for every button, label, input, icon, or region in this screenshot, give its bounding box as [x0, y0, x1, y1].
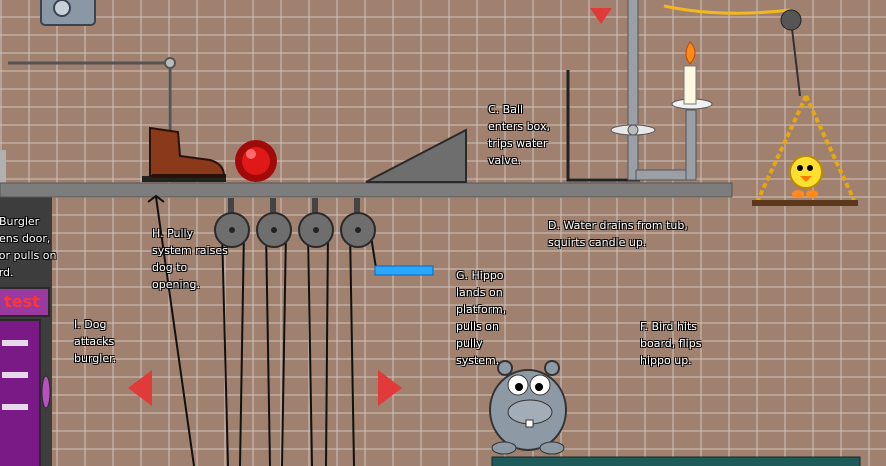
- arrow-down-icon: [590, 8, 612, 24]
- pulley-system: [147, 194, 377, 466]
- caption-step-h: H. Pully system raises dog to opening.: [152, 227, 228, 291]
- ramp: [365, 128, 467, 183]
- water-valve-pipes: [566, 0, 697, 182]
- arrow-right-icon: [378, 370, 402, 406]
- bird-swing: [663, 4, 858, 206]
- candle-icon: [671, 41, 713, 110]
- caption-step-g: G. Hippo lands on platform, pulls on pul…: [456, 269, 507, 367]
- boot-icon: [149, 126, 226, 178]
- caption-step-c: C. Ball enters box, trips water valve.: [488, 103, 550, 167]
- caption-step-d: D. Water drains from tub, squirts candle…: [548, 219, 688, 249]
- water-platform: [374, 265, 434, 276]
- door-frame: [0, 150, 52, 466]
- arrow-left-icon: [128, 370, 152, 406]
- main-shelf: [0, 182, 733, 198]
- caption-step-e: . Burgler pens door, oor pulls on ord.: [0, 215, 57, 279]
- bird-icon: [789, 155, 823, 198]
- test-button[interactable]: test: [0, 287, 50, 317]
- hippo-platform: [491, 456, 861, 466]
- caption-step-f: F. Bird hits board, flips hippo up.: [640, 320, 702, 367]
- red-ball: [235, 140, 277, 182]
- hippo-icon: [489, 360, 567, 455]
- caption-step-i: I. Dog attacks burgler.: [74, 318, 117, 365]
- safe-icon: [40, 0, 96, 26]
